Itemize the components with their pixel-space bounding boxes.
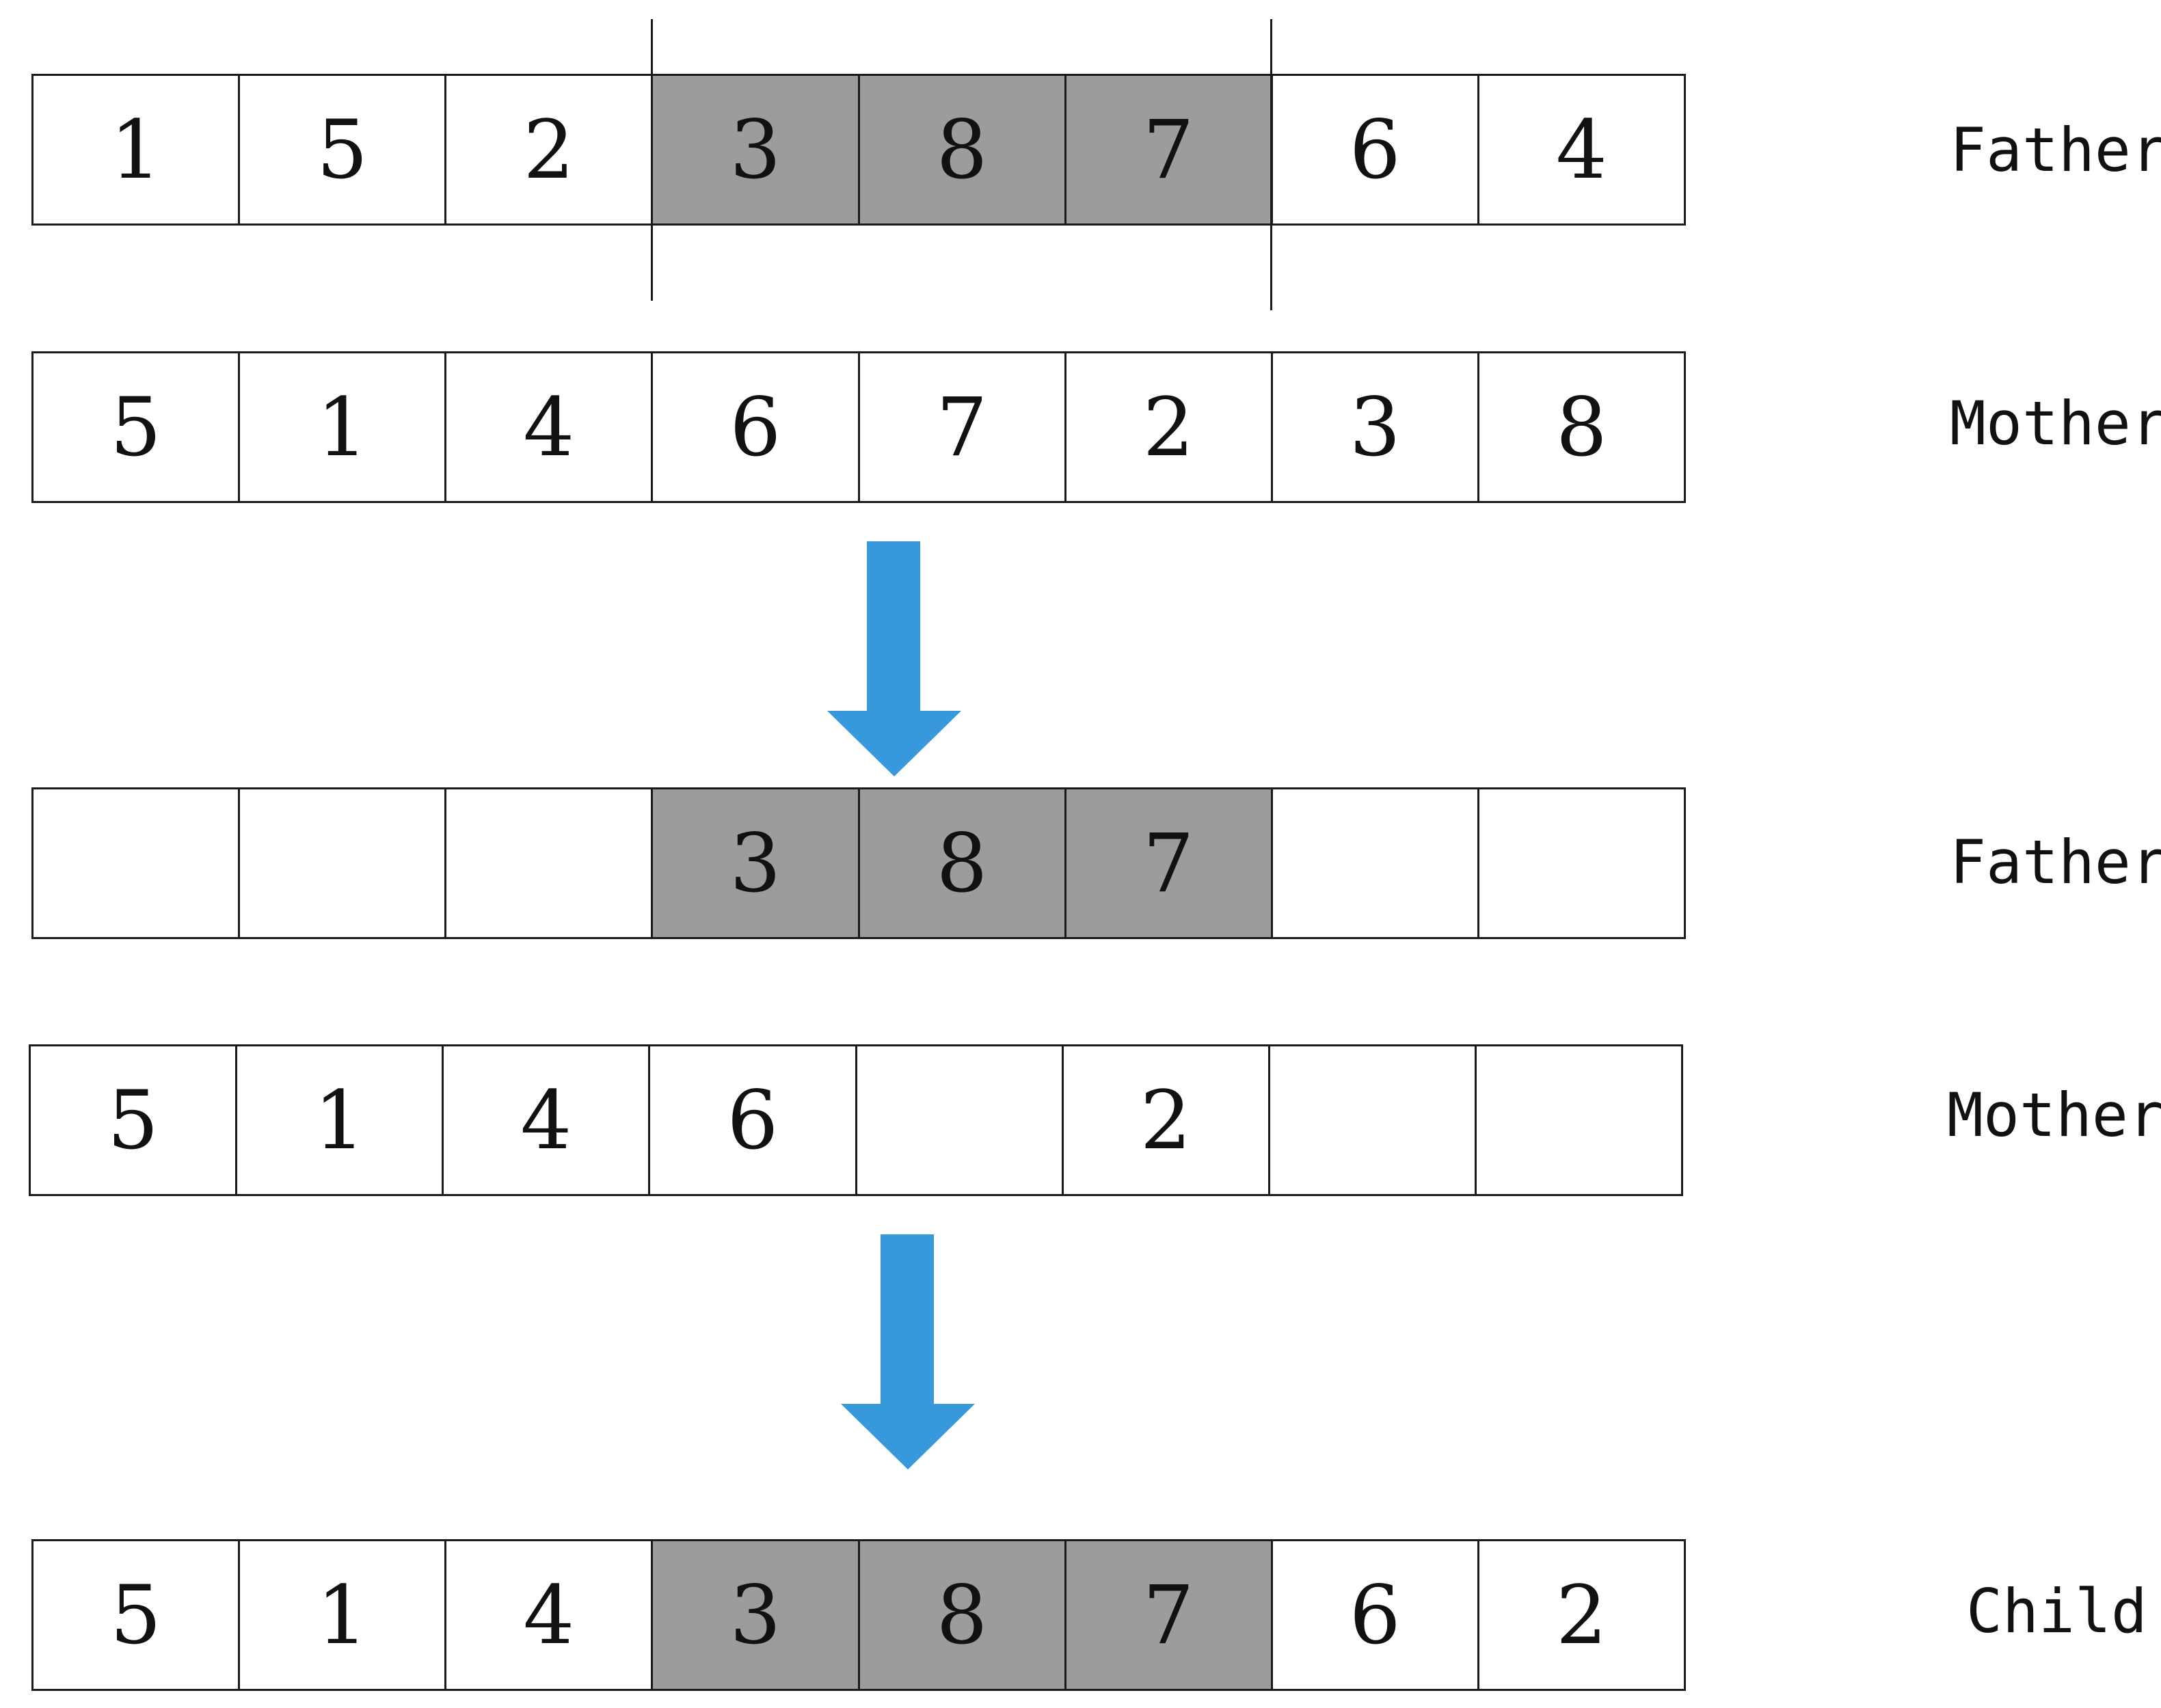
gene-cell: 4 [1479, 76, 1684, 223]
gene-cell: 7 [859, 353, 1066, 501]
gene-cell-selected: 3 [653, 1541, 860, 1689]
gene-cell-selected: 3 [653, 789, 860, 937]
gene-cell-selected: 8 [859, 1541, 1066, 1689]
gene-cell: 4 [446, 1541, 654, 1689]
gene-cell [446, 789, 654, 937]
gene-cell [1270, 1046, 1477, 1194]
gene-cell: 2 [1066, 353, 1273, 501]
father-segment-label: Father [1950, 827, 2161, 897]
mother-label: Mother [1950, 388, 2161, 459]
father-label: Father [1950, 115, 2161, 185]
gene-cell: 2 [1479, 1541, 1684, 1689]
gene-cell: 1 [240, 353, 447, 501]
gene-cell: 1 [237, 1046, 444, 1194]
gene-cell: 2 [1063, 1046, 1270, 1194]
gene-cell [857, 1046, 1064, 1194]
gene-cell: 4 [446, 353, 654, 501]
gene-cell: 5 [33, 353, 241, 501]
gene-cell: 1 [33, 76, 241, 223]
gene-cell-selected: 8 [859, 789, 1066, 937]
gene-cell-selected: 7 [1066, 76, 1273, 223]
gene-cell: 6 [1272, 1541, 1479, 1689]
gene-cell: 6 [650, 1046, 857, 1194]
down-arrow-icon [841, 1234, 975, 1469]
down-arrow-icon [827, 541, 961, 776]
gene-cell: 5 [31, 1046, 238, 1194]
gene-cell-selected: 7 [1066, 789, 1273, 937]
gene-cell [1476, 1046, 1681, 1194]
mother-remaining-label: Mother [1947, 1080, 2161, 1150]
gene-cell-selected: 8 [859, 76, 1066, 223]
gene-cell: 2 [446, 76, 654, 223]
gene-cell-selected: 7 [1066, 1541, 1273, 1689]
gene-cell: 8 [1479, 353, 1684, 501]
gene-cell [1272, 789, 1479, 937]
gene-cell: 5 [33, 1541, 241, 1689]
child-label: Child [1966, 1576, 2147, 1646]
crossover-cut-right [1270, 19, 1272, 310]
gene-cell [33, 789, 241, 937]
gene-cell: 6 [1272, 76, 1479, 223]
gene-cell: 6 [653, 353, 860, 501]
gene-cell: 1 [240, 1541, 447, 1689]
gene-cell [1479, 789, 1684, 937]
gene-cell [240, 789, 447, 937]
gene-cell: 3 [1272, 353, 1479, 501]
gene-cell: 5 [240, 76, 447, 223]
gene-cell-selected: 3 [653, 76, 860, 223]
crossover-cut-left [651, 19, 653, 301]
gene-cell: 4 [444, 1046, 651, 1194]
